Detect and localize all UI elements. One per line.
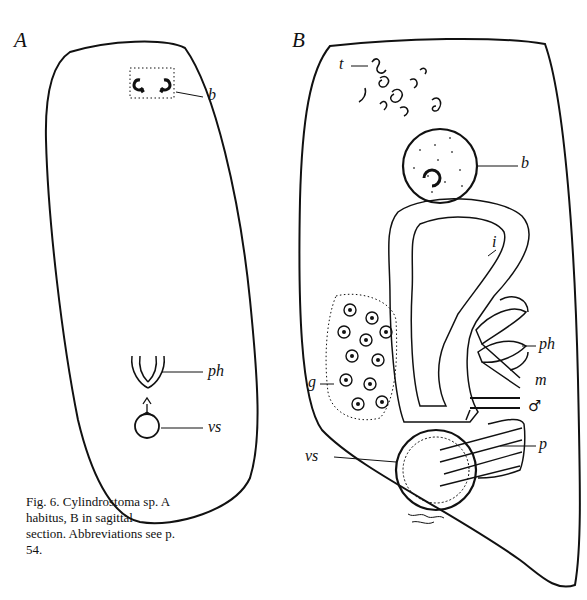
part-label: t: [339, 56, 343, 72]
part-label: b: [521, 155, 529, 171]
part-label: ph: [539, 336, 555, 352]
sperm-strands: [408, 514, 444, 523]
part-label: i: [492, 234, 496, 250]
eye-spot: [160, 90, 163, 92]
panel-letter: A: [14, 30, 27, 51]
penis-sheath: [466, 410, 525, 478]
part-label: b: [208, 87, 216, 103]
body-outline: [46, 42, 258, 524]
panel-letter: B: [292, 30, 305, 51]
pharynx-symbol: [132, 356, 165, 388]
intestine-lumen: [411, 217, 505, 406]
part-label: ph: [208, 363, 224, 379]
leader-line: [161, 92, 203, 428]
brain: [403, 129, 477, 203]
germarium-region: [326, 294, 397, 419]
part-label: vs: [208, 419, 221, 435]
part-label: p: [539, 436, 547, 452]
genital-canal: [470, 398, 520, 408]
eye-spot: [141, 90, 144, 92]
egg-cells: [338, 304, 392, 410]
part-label: vs: [305, 448, 318, 464]
egg-nuclei: [342, 308, 388, 406]
brain-texture: [413, 137, 463, 193]
body-outline: [299, 39, 579, 587]
seminal-vesicle: [396, 430, 476, 510]
brain-region: [130, 68, 174, 98]
part-label: ♂: [528, 399, 541, 414]
part-label: m: [535, 372, 547, 388]
pharynx: [476, 309, 526, 344]
vesicle-symbol: [135, 414, 159, 438]
figure-caption: Fig. 6. Cylindrostoma sp. A habitus, B i…: [26, 494, 176, 558]
vesicle-duct: [141, 398, 153, 416]
eye-spot: [424, 170, 440, 186]
eye-spot: [161, 80, 170, 90]
pharynx-sheath: [500, 297, 528, 370]
eye-spot: [134, 80, 143, 90]
leader-line: [320, 66, 536, 462]
rhabdite-group: [359, 59, 440, 116]
mouth-canal: [482, 344, 520, 388]
part-label: g: [308, 374, 316, 390]
pharynx: [478, 341, 526, 362]
intestine: [389, 199, 529, 422]
